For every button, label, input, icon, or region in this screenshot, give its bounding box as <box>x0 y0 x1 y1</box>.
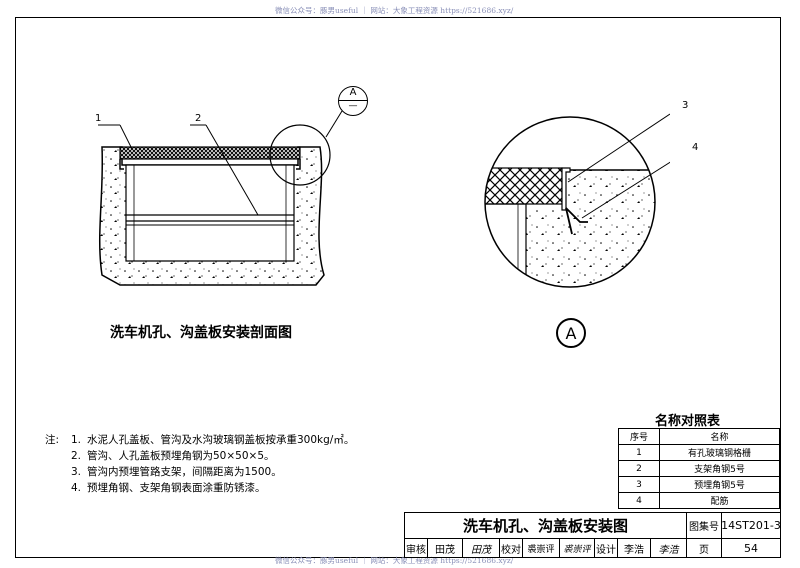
review-label: 审核 <box>404 538 428 558</box>
table-row: 4 配筋 <box>618 492 780 509</box>
note-text: 预埋角钢、支架角钢表面涂重防锈漆。 <box>87 482 266 494</box>
watermark-bottom: 微信公众号：豚男useful ｜ 网站：大象工程资源 https://52168… <box>275 556 514 565</box>
designer-name: 李浩 <box>617 538 651 558</box>
callout-3: 3 <box>682 100 689 111</box>
detail-ref-divider <box>339 100 367 101</box>
watermark-top: 微信公众号：豚男useful ｜ 网站：大象工程资源 https://52168… <box>275 6 514 15</box>
table-row: 2 支架角钢5号 <box>618 460 780 477</box>
note-row-4: 4. 预埋角钢、支架角钢表面涂重防锈漆。 <box>45 480 354 496</box>
row-index: 4 <box>618 492 660 509</box>
name-table-title: 名称对照表 <box>655 414 721 429</box>
page-label: 页 <box>686 538 722 558</box>
note-number: 1. <box>71 434 82 446</box>
row-name: 预埋角钢5号 <box>659 476 780 493</box>
checker-signature: 裘崇评 <box>559 538 595 558</box>
note-row-2: 2. 管沟、人孔盖板预埋角钢为50×50×5。 <box>45 448 354 464</box>
notes-prefix: 注: <box>45 434 60 446</box>
grating-cover <box>119 146 301 160</box>
note-number: 2. <box>71 450 82 462</box>
row-name: 配筋 <box>659 492 780 509</box>
section-title: 洗车机孔、沟盖板安装剖面图 <box>110 325 292 341</box>
detail-reference: A — <box>338 86 368 116</box>
callout-4: 4 <box>692 142 699 153</box>
table-row: 3 预埋角钢5号 <box>618 476 780 493</box>
check-label: 校对 <box>499 538 523 558</box>
header-index: 序号 <box>618 428 660 445</box>
row-index: 3 <box>618 476 660 493</box>
note-number: 4. <box>71 482 82 494</box>
row-index: 1 <box>618 444 660 461</box>
note-text: 管沟内预埋管路支架，间隔距离为1500。 <box>87 466 282 478</box>
note-number: 3. <box>71 466 82 478</box>
note-row-1: 注: 1. 水泥人孔盖板、管沟及水沟玻璃钢盖板按承重300kg/㎡。 <box>45 432 354 448</box>
callout-2: 2 <box>195 113 202 124</box>
detail-ref-letter: A <box>349 87 357 98</box>
checker-name: 裘崇评 <box>522 538 560 558</box>
header-name: 名称 <box>659 428 780 445</box>
detail-drawing <box>484 113 670 288</box>
row-name: 支架角钢5号 <box>659 460 780 477</box>
row-name: 有孔玻璃钢格栅 <box>659 444 780 461</box>
note-row-3: 3. 管沟内预埋管路支架，间隔距离为1500。 <box>45 464 354 480</box>
drawing-title: 洗车机孔、沟盖板安装图 <box>404 512 687 539</box>
reviewer-name: 田茂 <box>427 538 463 558</box>
drawing-frame <box>15 17 781 558</box>
table-row: 1 有孔玻璃钢格栅 <box>618 444 780 461</box>
detail-ref-sub: — <box>348 101 358 111</box>
designer-signature: 李浩 <box>650 538 687 558</box>
atlas-label: 图集号 <box>686 512 722 539</box>
notes: 注: 1. 水泥人孔盖板、管沟及水沟玻璃钢盖板按承重300kg/㎡。 2. 管沟… <box>45 432 354 496</box>
table-header-row: 序号 名称 <box>618 428 780 445</box>
detail-label-a: A <box>556 318 586 348</box>
detail-grating <box>485 167 563 205</box>
section-drawing <box>98 110 343 286</box>
title-block: 洗车机孔、沟盖板安装图 图集号 14ST201-3 审核 田茂 田茂 校对 裘崇… <box>404 512 781 558</box>
note-text: 管沟、人孔盖板预埋角钢为50×50×5。 <box>87 450 275 462</box>
reviewer-signature: 田茂 <box>462 538 500 558</box>
note-text: 水泥人孔盖板、管沟及水沟玻璃钢盖板按承重300kg/㎡。 <box>87 434 355 446</box>
atlas-number: 14ST201-3 <box>721 512 781 539</box>
page-number: 54 <box>721 538 781 558</box>
name-table: 序号 名称 1 有孔玻璃钢格栅 2 支架角钢5号 3 预埋角钢5号 4 配筋 <box>618 428 780 509</box>
design-label: 设计 <box>594 538 618 558</box>
row-index: 2 <box>618 460 660 477</box>
callout-1: 1 <box>95 113 102 124</box>
